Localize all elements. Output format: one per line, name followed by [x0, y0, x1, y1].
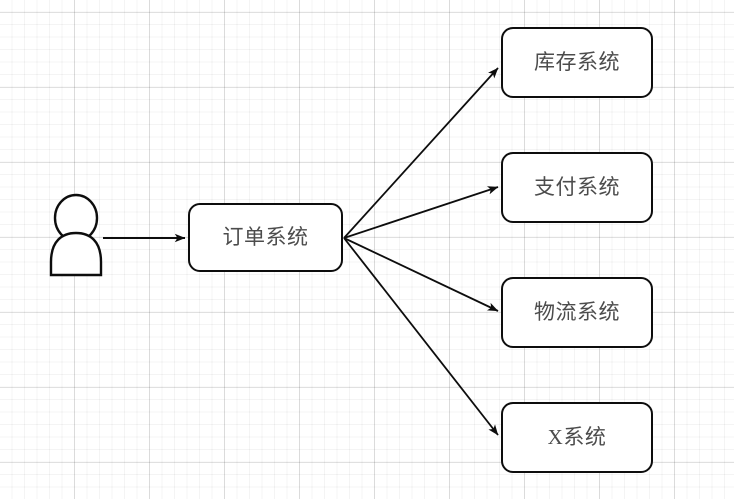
edge-order-to-inventory — [343, 67, 499, 239]
node-label-logistics-system: 物流系统 — [534, 300, 620, 324]
node-order-system[interactable]: 订单系统 — [188, 203, 343, 272]
user-actor — [49, 193, 103, 277]
edge-order-to-payment — [343, 186, 499, 239]
actor-body-icon — [49, 231, 103, 277]
node-label-order-system: 订单系统 — [222, 225, 309, 249]
edge-order-to-x — [343, 237, 499, 436]
node-x-system[interactable]: X系统 — [501, 402, 653, 473]
node-payment-system[interactable]: 支付系统 — [501, 152, 653, 223]
edge-order-to-logistics — [343, 237, 499, 312]
node-logistics-system[interactable]: 物流系统 — [501, 277, 653, 348]
node-label-payment-system: 支付系统 — [534, 175, 620, 199]
node-label-inventory-system: 库存系统 — [534, 50, 620, 74]
node-label-x-system: X系统 — [547, 425, 607, 449]
node-inventory-system[interactable]: 库存系统 — [501, 27, 653, 98]
